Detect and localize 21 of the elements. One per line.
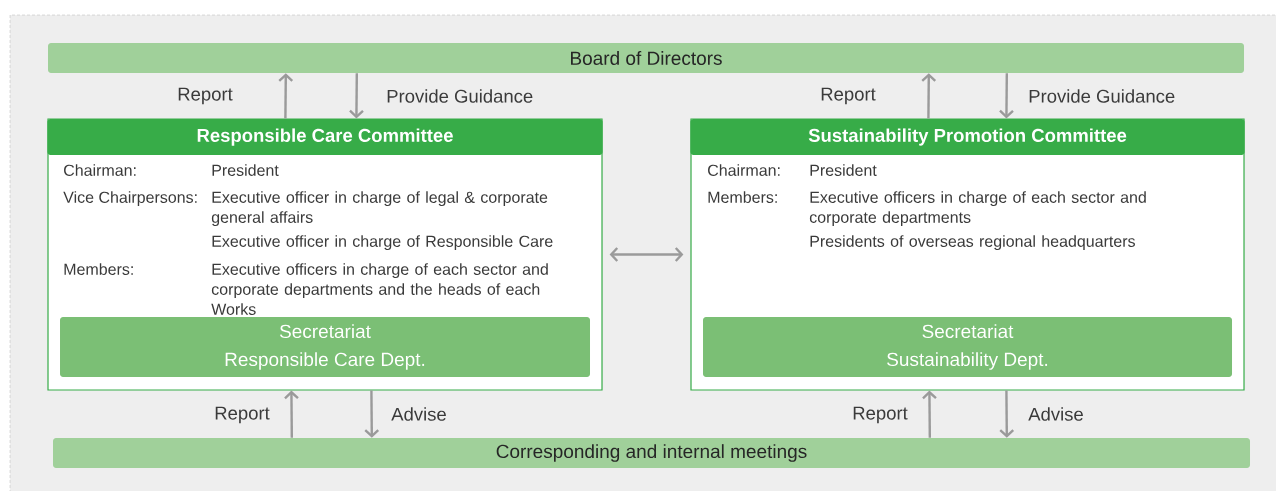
edge-label: Report (215, 406, 270, 424)
arrow (349, 73, 364, 119)
arrow (609, 247, 684, 262)
arrow (999, 73, 1014, 119)
arrow (278, 73, 294, 119)
secretariat-box: Secretariat Responsible Care Dept. (60, 317, 590, 377)
edge-label: Provide Guidance (387, 89, 533, 103)
bar-box: Corresponding and internal meetings (53, 438, 1250, 468)
edge-label: Report (821, 87, 876, 105)
edge-label: Report (178, 87, 233, 105)
bar-box: Board of Directors (48, 43, 1244, 73)
edge-label: Advise (391, 407, 446, 421)
arrow (999, 390, 1015, 438)
edge-label: Provide Guidance (1029, 89, 1175, 103)
edge-label: Advise (1028, 407, 1083, 421)
arrow (284, 390, 299, 438)
secretariat-box: Secretariat Sustainability Dept. (703, 317, 1232, 377)
arrow (921, 73, 937, 119)
edge-label: Report (853, 406, 908, 424)
arrow (364, 390, 380, 438)
arrow (922, 390, 937, 438)
